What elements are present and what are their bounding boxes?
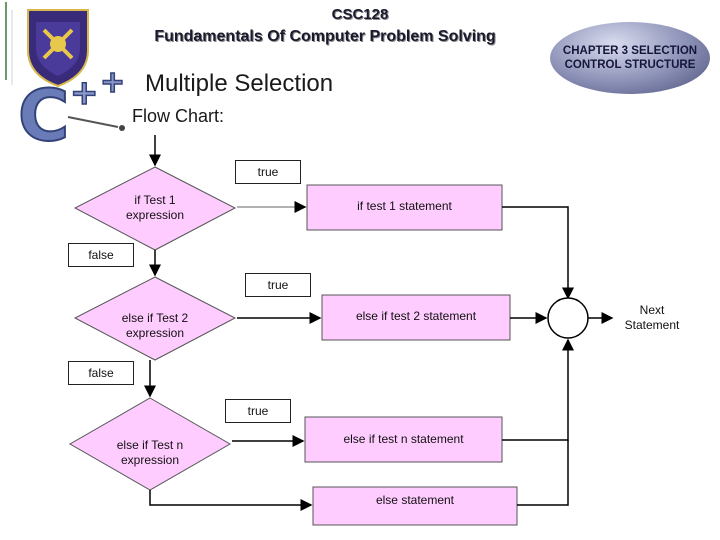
join-connector: [547, 297, 589, 339]
chapter-badge: CHAPTER 3 SELECTION CONTROL STRUCTURE: [550, 22, 710, 94]
svg-text:+: +: [100, 65, 125, 100]
statement-1-shape: [306, 184, 503, 231]
false-label-1: false: [68, 243, 134, 267]
true-label-3: true: [225, 399, 291, 423]
statement-1-label: if test 1 statement: [357, 198, 452, 213]
course-name: Fundamentals Of Computer Problem Solving: [154, 28, 496, 45]
next-statement-label: Next Statement: [624, 303, 680, 332]
statement-n-label: else if test n statement: [343, 431, 464, 446]
slide-subtitle: Flow Chart:: [132, 106, 225, 126]
slide-title: Multiple Selection: [145, 70, 334, 97]
statement-n-shape: [304, 416, 503, 463]
chapter-badge-text: CHAPTER 3 SELECTION CONTROL STRUCTURE: [562, 45, 698, 71]
decision-1-label: if Test 1 expression: [125, 193, 185, 222]
svg-text:C: C: [18, 75, 69, 152]
statement-2-label: else if test 2 statement: [355, 308, 477, 323]
course-code: CSC128: [331, 6, 389, 23]
decision-2-shape: [73, 276, 237, 361]
decision-2-label: else if Test 2 expression: [121, 311, 189, 340]
c-plus-plus-logo: C + +: [18, 64, 126, 152]
false-label-2: false: [68, 361, 134, 385]
decision-n-label: else if Test n expression: [116, 438, 184, 467]
statement-else-label: else statement: [375, 492, 455, 507]
university-crest-logo: [0, 0, 89, 90]
statement-else-shape: [312, 486, 518, 526]
statement-2-shape: [321, 294, 511, 341]
true-label-1: true: [235, 160, 301, 184]
svg-text:+: +: [70, 73, 99, 113]
true-label-2: true: [245, 273, 311, 297]
